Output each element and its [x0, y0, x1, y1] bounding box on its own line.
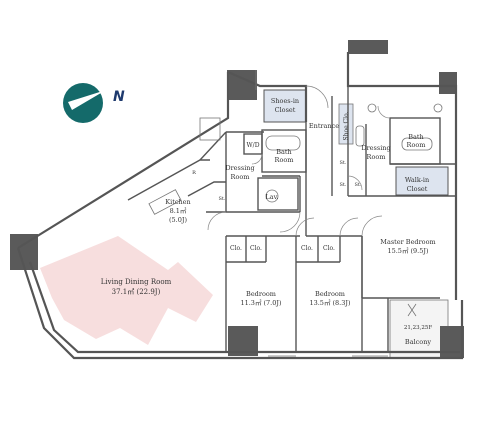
- balcony-floors: 21,23,25F: [404, 325, 432, 331]
- dressing-left-line1: Dressing: [225, 164, 254, 172]
- door-swings: [207, 85, 391, 237]
- walk-in-closet-fill: [395, 166, 449, 196]
- bedroom2-area: 13.5㎡ (8.3J): [309, 298, 351, 307]
- bath-right-line2: Room: [407, 141, 426, 149]
- bath-right-line1: Bath: [408, 133, 423, 141]
- bath-left-line2: Room: [275, 156, 294, 164]
- dressing-left-line2: Room: [231, 173, 250, 181]
- walk-in-line1: Walk-in: [405, 176, 429, 184]
- storage-st-kitchen: St.: [218, 196, 225, 202]
- shoe-clo-label: Shoe Clo.: [343, 111, 350, 140]
- shoes-in-line2: Closet: [275, 106, 296, 114]
- interior-walls: [127, 86, 456, 352]
- wd-label: W/D: [247, 142, 260, 149]
- bedroom1-clo2: Clo.: [250, 245, 262, 252]
- bedroom2-name: Bedroom: [315, 290, 345, 298]
- kitchen-name: Kitchen: [165, 198, 190, 206]
- bedroom2-clo1: Clo.: [301, 245, 313, 252]
- storage-st-entrance: St.: [339, 160, 346, 166]
- balcony-label: Balcony: [405, 338, 431, 346]
- exterior-walls: [16, 52, 464, 360]
- room-labels: Living Dining Room 37.1㎡ (22.9J) Kitchen…: [101, 97, 436, 346]
- living-highlight: [40, 236, 213, 345]
- bedroom1-clo1: Clo.: [230, 245, 242, 252]
- fixtures: [148, 70, 443, 357]
- kitchen-area-j: (5.0J): [169, 216, 187, 224]
- dressing-right-line1: Dressing: [361, 144, 390, 152]
- balcony-fill: [389, 299, 449, 359]
- bedroom2-clo2: Clo.: [323, 245, 335, 252]
- storage-st-dressing: St.: [354, 182, 361, 188]
- bath-left-line1: Bath: [276, 148, 291, 156]
- walk-in-line2: Closet: [407, 185, 428, 193]
- kitchen-area: 8.1㎡: [170, 206, 187, 215]
- storage-st-entrance2: St.: [339, 182, 346, 188]
- compass-north-label: N: [113, 89, 125, 105]
- master-bedroom-name: Master Bedroom: [380, 238, 435, 246]
- living-room-name: Living Dining Room: [101, 278, 172, 286]
- dressing-right-line2: Room: [367, 153, 386, 161]
- lav-label: Lav.: [265, 193, 278, 201]
- shoes-in-line1: Shoes-in: [271, 97, 299, 105]
- storage-r-kitchen: R: [192, 170, 196, 176]
- bedroom1-area: 11.3㎡ (7.0J): [240, 298, 282, 307]
- compass: N: [63, 83, 125, 123]
- entrance-label: Entrance: [309, 122, 339, 130]
- living-room-area: 37.1㎡ (22.9J): [112, 288, 161, 296]
- shoe-clo-fill: [338, 103, 354, 145]
- bedroom1-name: Bedroom: [246, 290, 276, 298]
- compass-needle-icon: [68, 90, 106, 110]
- master-bedroom-area: 15.5㎡ (9.5J): [387, 246, 429, 255]
